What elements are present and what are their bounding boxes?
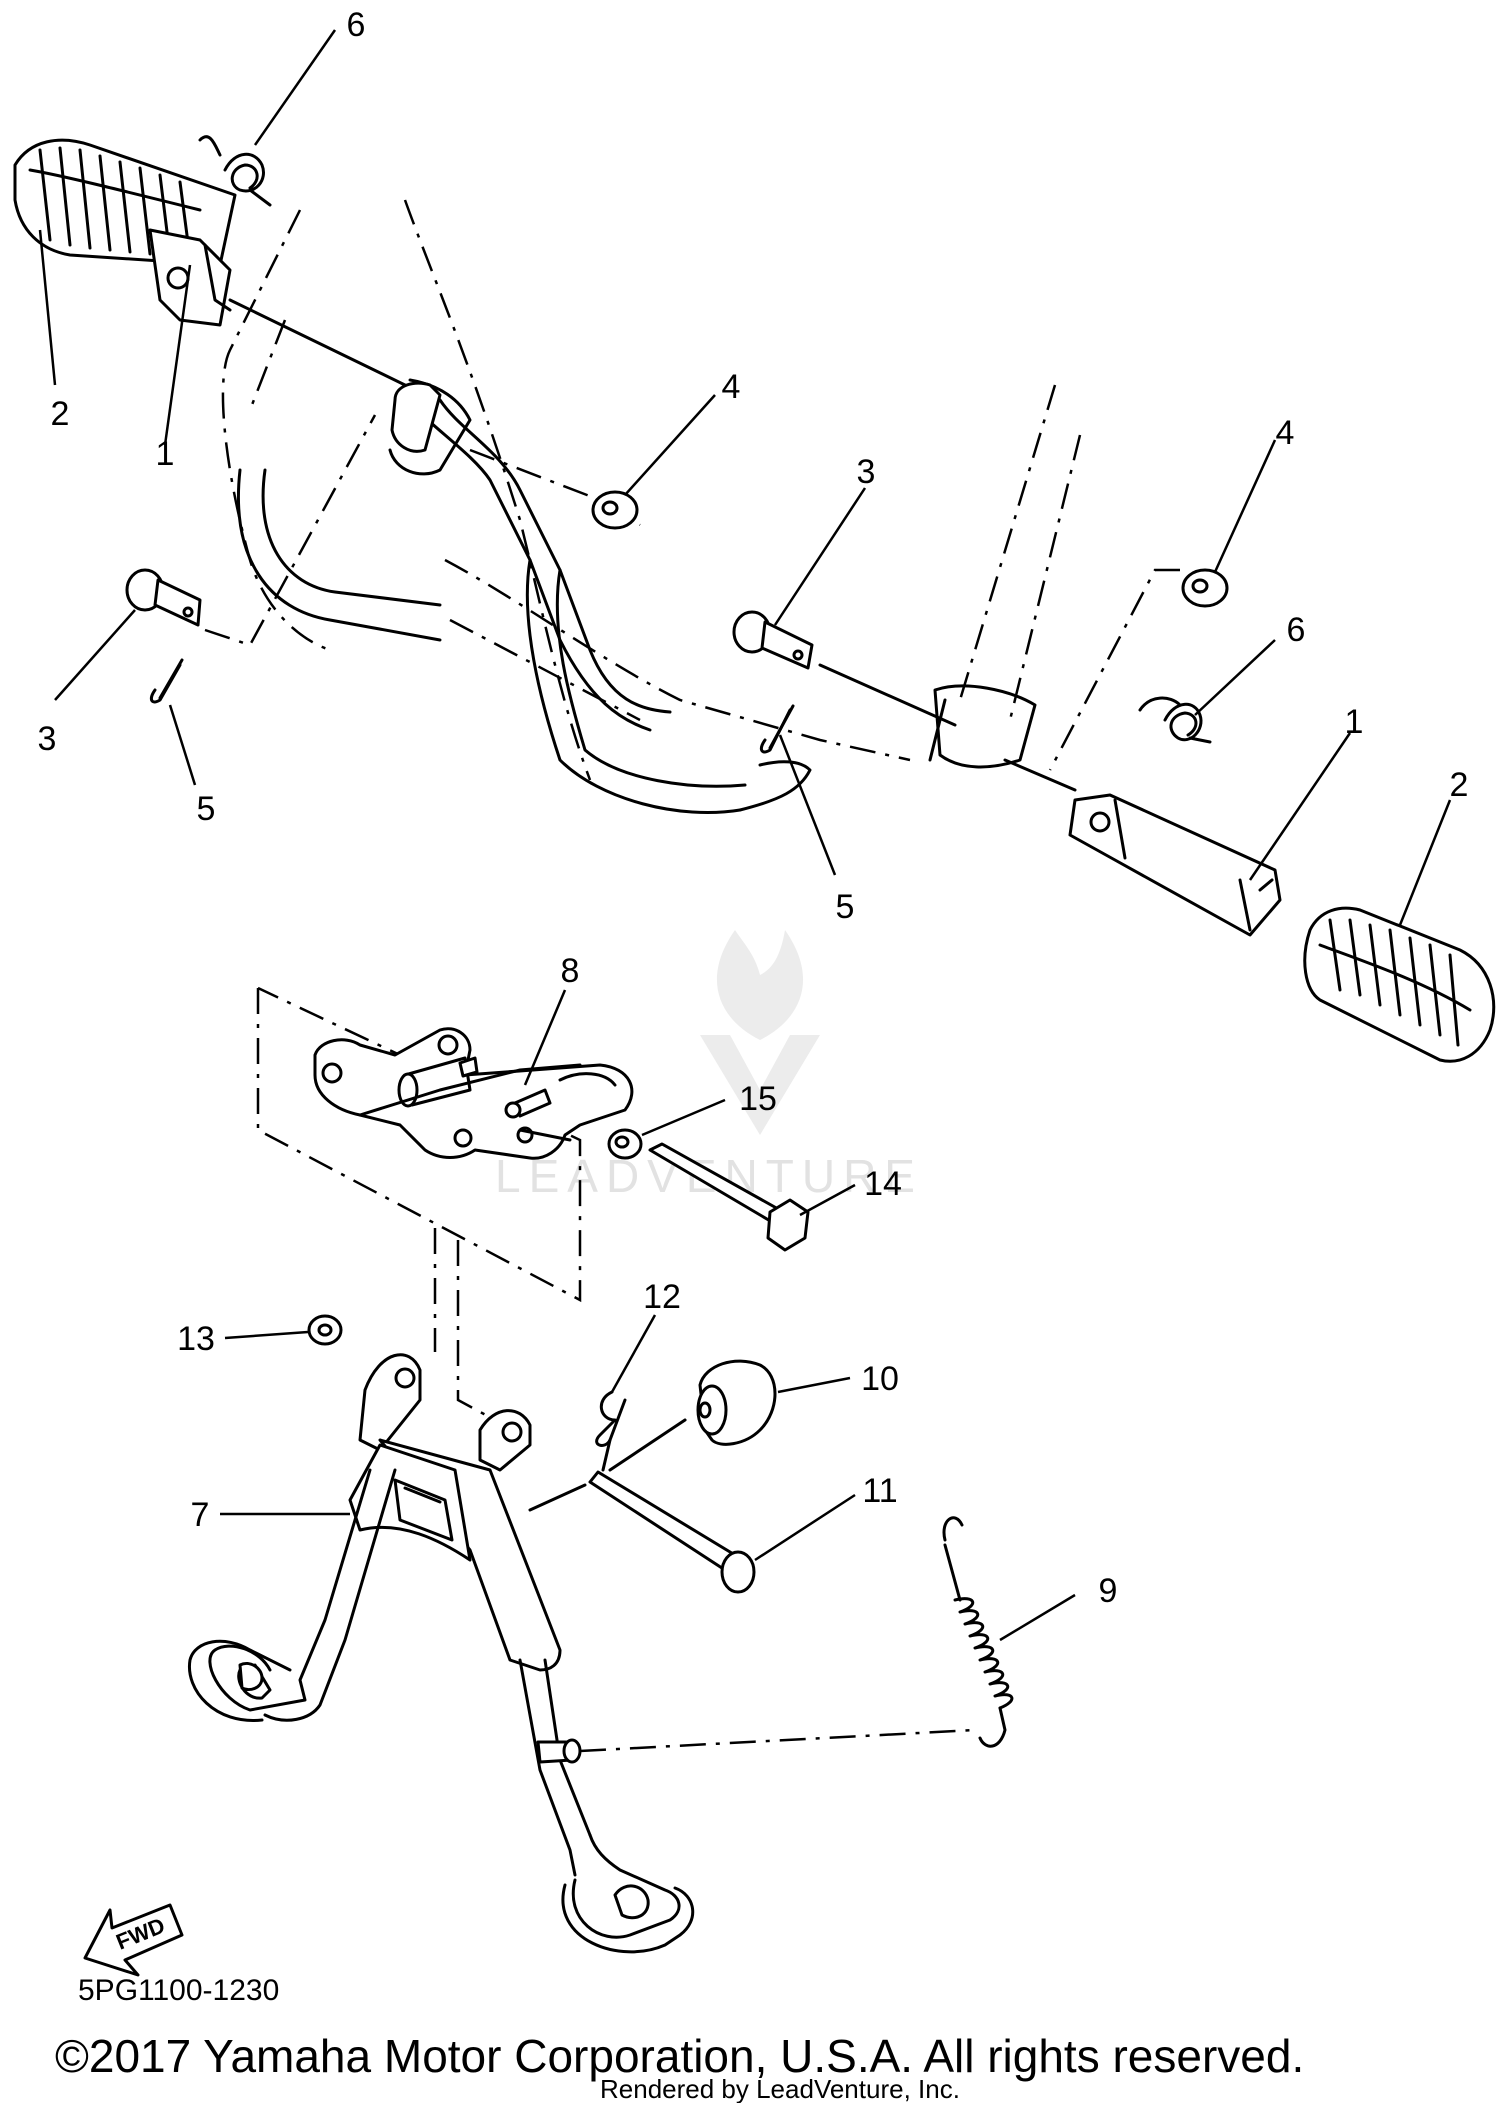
cotter-pin-right	[759, 704, 795, 754]
washer-left	[591, 490, 639, 530]
callout-6-right: 6	[1287, 611, 1306, 649]
clevis-pin-right	[732, 610, 814, 670]
callout-3-right: 3	[857, 453, 876, 491]
callout-14: 14	[864, 1165, 902, 1203]
pin-11	[588, 1470, 756, 1594]
callout-15: 15	[739, 1080, 777, 1118]
washer-13	[307, 1314, 343, 1346]
callout-5-left: 5	[197, 790, 216, 828]
callout-leaders	[38, 29, 1452, 1642]
frame-outline	[221, 199, 1082, 814]
clip-12	[595, 1390, 627, 1472]
stand-bracket	[313, 1027, 634, 1160]
stopper-10	[696, 1359, 777, 1446]
washer-right	[1181, 568, 1229, 608]
footrest-rubber-left	[13, 138, 237, 267]
callout-1-left: 1	[156, 435, 175, 473]
spring-right	[1138, 696, 1212, 744]
callout-2-left: 2	[51, 395, 70, 433]
callout-6-left: 6	[347, 6, 366, 44]
callout-1-right: 1	[1345, 703, 1364, 741]
callout-9: 9	[1099, 1572, 1118, 1610]
callout-10: 10	[861, 1360, 899, 1398]
cotter-pin-left	[149, 658, 184, 704]
callout-3-left: 3	[38, 720, 57, 758]
spring-left	[198, 135, 272, 207]
washer-15	[607, 1128, 643, 1160]
forward-arrow-icon: FWD	[83, 1903, 184, 1977]
callout-2-right: 2	[1450, 766, 1469, 804]
callout-4-right: 4	[1276, 414, 1295, 452]
callout-5-right: 5	[836, 888, 855, 926]
clevis-pin-left	[125, 568, 202, 627]
bolt-14	[648, 1142, 810, 1252]
copyright-notice: ©2017 Yamaha Motor Corporation, U.S.A. A…	[55, 2030, 1304, 2082]
callout-7: 7	[191, 1496, 210, 1534]
callout-12: 12	[643, 1278, 681, 1316]
rendered-by: Rendered by LeadVenture, Inc.	[600, 2074, 960, 2103]
center-stand	[187, 1353, 695, 1954]
return-spring	[942, 1516, 1014, 1748]
part-code: 5PG1100-1230	[78, 1974, 279, 2007]
callout-11: 11	[862, 1472, 897, 1510]
footrest-rubber-right	[1303, 906, 1496, 1063]
watermark-logo	[700, 930, 820, 1135]
callout-13: 13	[177, 1320, 215, 1358]
footrest-right	[1068, 793, 1282, 937]
callout-4-left: 4	[722, 368, 741, 406]
footrest-left	[148, 228, 232, 327]
callout-8: 8	[561, 952, 580, 990]
